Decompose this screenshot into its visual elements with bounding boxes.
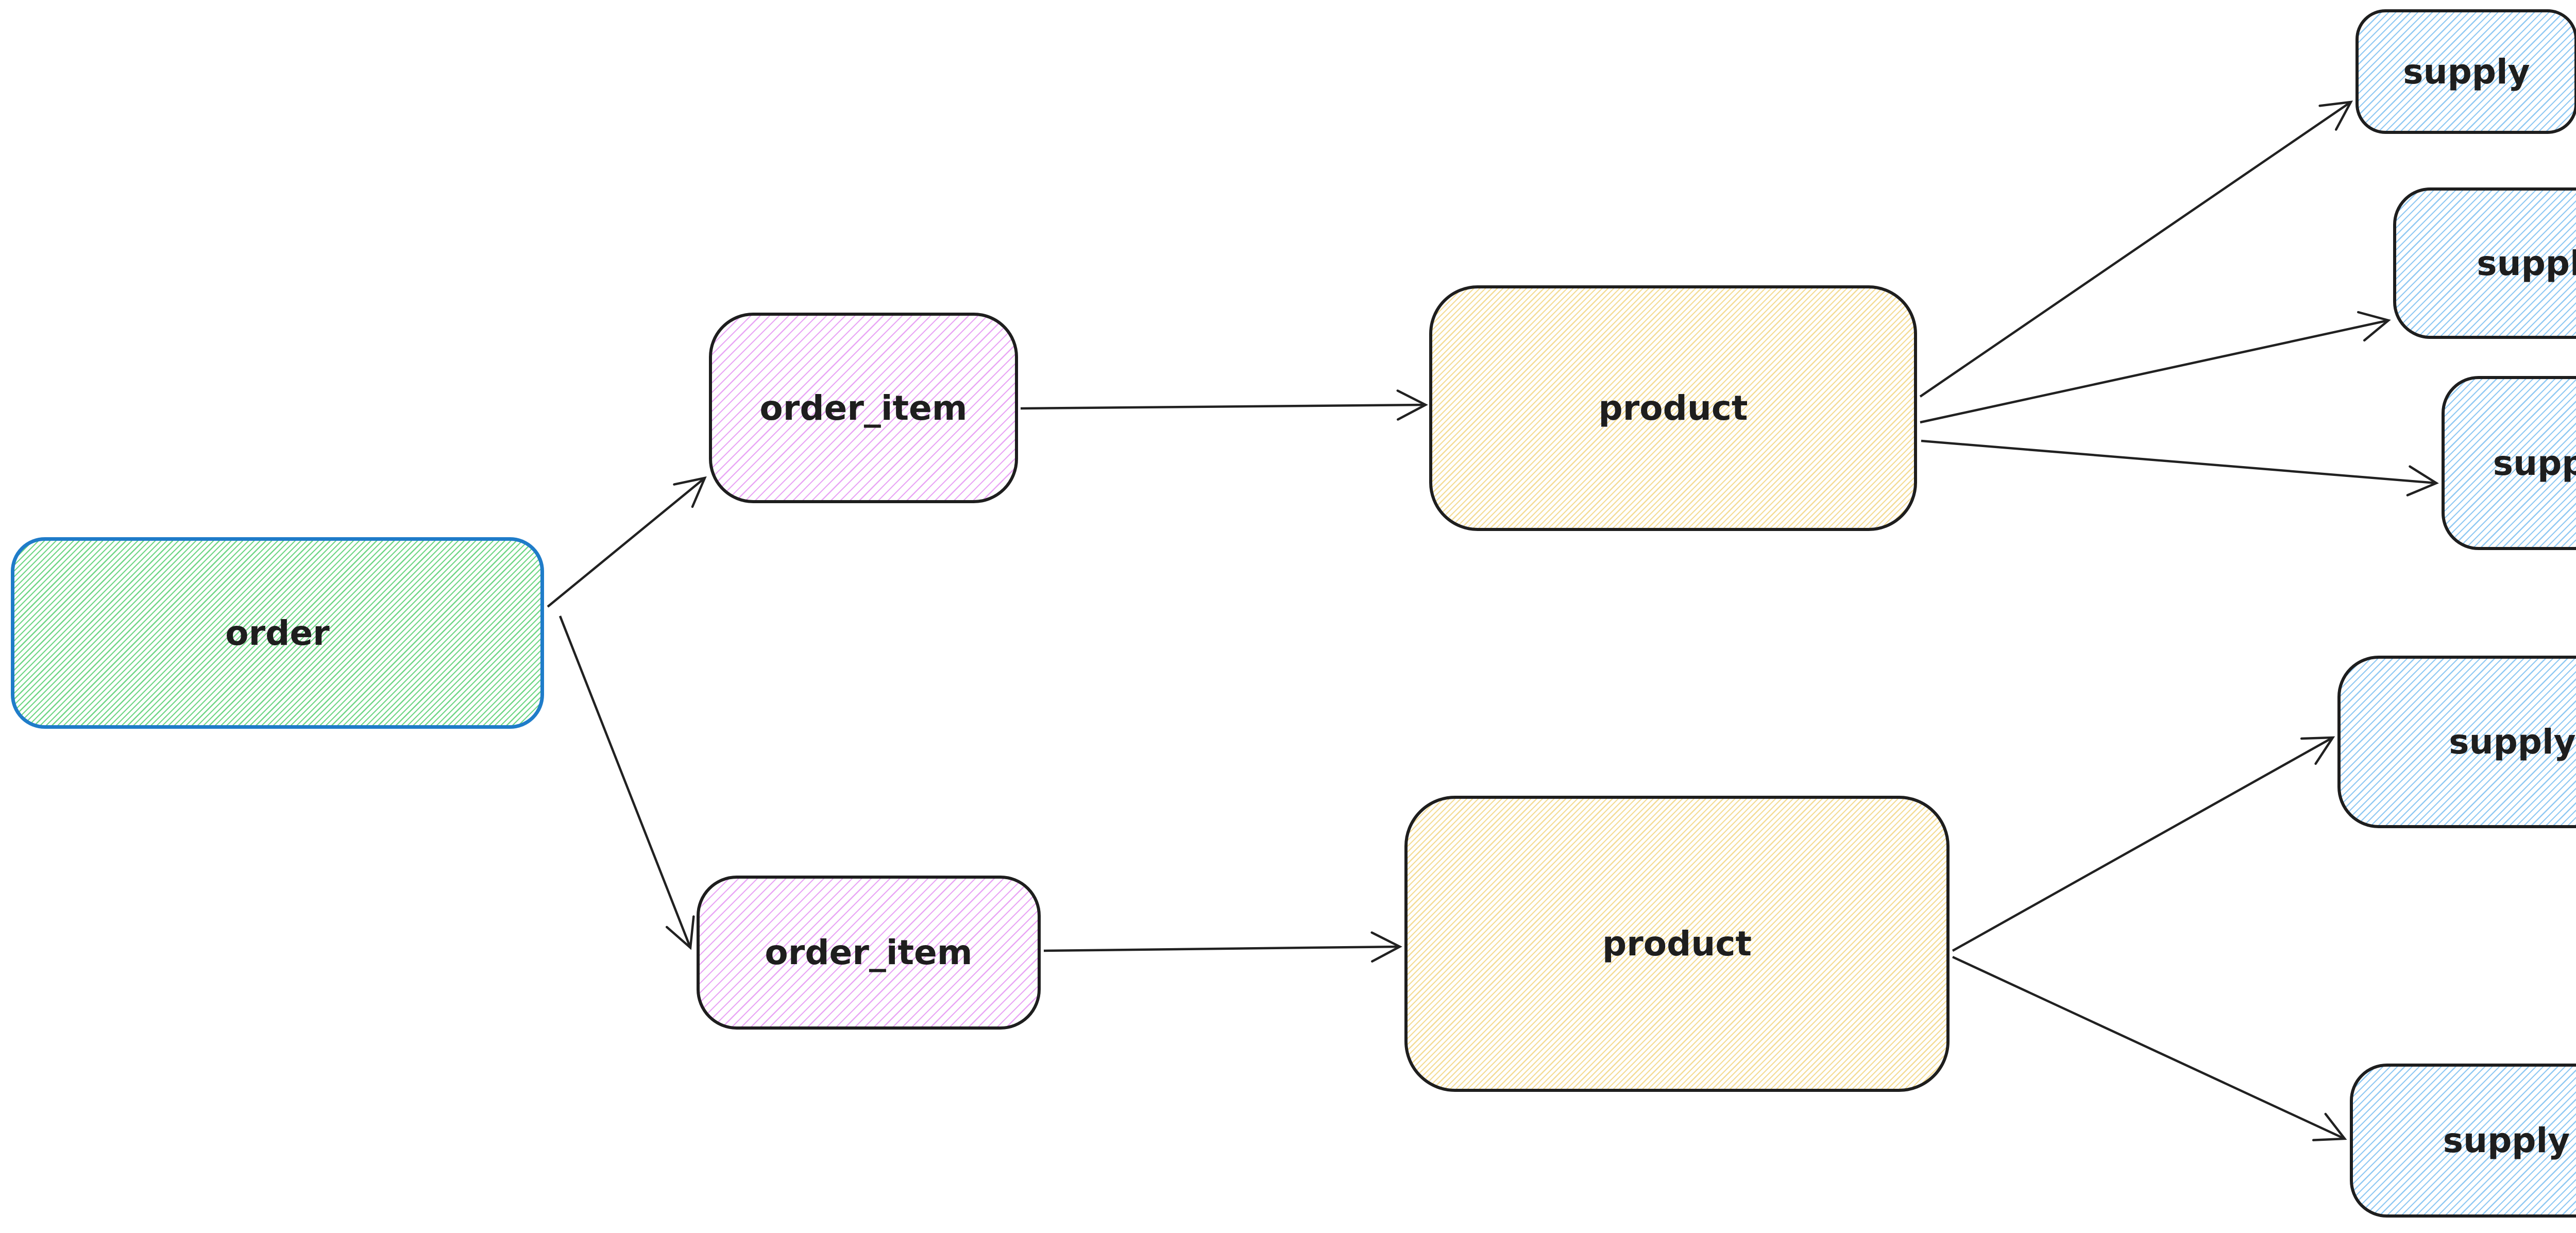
arrow-product-1-to-supply-2[interactable] xyxy=(1920,311,2391,424)
node-order-item-2-label: order_item xyxy=(765,933,973,972)
node-supply-3-label: supply xyxy=(2493,443,2576,483)
node-product-1-label: product xyxy=(1598,388,1748,428)
arrow-order-item-1-to-product-1[interactable] xyxy=(1020,389,1428,421)
node-supply-2[interactable]: supply xyxy=(2393,187,2576,339)
node-supply-2-label: supply xyxy=(2477,243,2576,283)
node-product-2[interactable]: product xyxy=(1404,796,1950,1092)
node-product-2-label: product xyxy=(1602,924,1752,964)
node-supply-5-label: supply xyxy=(2443,1121,2570,1160)
arrow-order-item-2-to-product-2[interactable] xyxy=(1043,931,1402,963)
node-order-label: order xyxy=(225,613,330,653)
arrow-order-to-order-item-2[interactable] xyxy=(558,615,695,950)
arrow-product-1-to-supply-3[interactable] xyxy=(1921,439,2439,496)
arrow-product-2-to-supply-5[interactable] xyxy=(1952,955,2347,1141)
arrow-product-1-to-supply-1[interactable] xyxy=(1919,100,2353,398)
node-order-item-1-label: order_item xyxy=(759,388,968,428)
arrow-order-to-order-item-1[interactable] xyxy=(547,476,707,608)
node-order[interactable]: order xyxy=(11,537,544,729)
node-order-item-2[interactable]: order_item xyxy=(697,876,1041,1030)
node-supply-3[interactable]: supply xyxy=(2442,376,2576,550)
node-product-1[interactable]: product xyxy=(1429,285,1917,531)
arrow-product-2-to-supply-4[interactable] xyxy=(1952,736,2335,952)
node-supply-5[interactable]: supply xyxy=(2350,1064,2576,1218)
node-supply-4-label: supply xyxy=(2449,722,2576,762)
node-supply-1[interactable]: supply xyxy=(2355,9,2576,134)
node-order-item-1[interactable]: order_item xyxy=(709,313,1018,503)
node-supply-4[interactable]: supply xyxy=(2337,656,2576,828)
node-supply-1-label: supply xyxy=(2403,52,2530,92)
